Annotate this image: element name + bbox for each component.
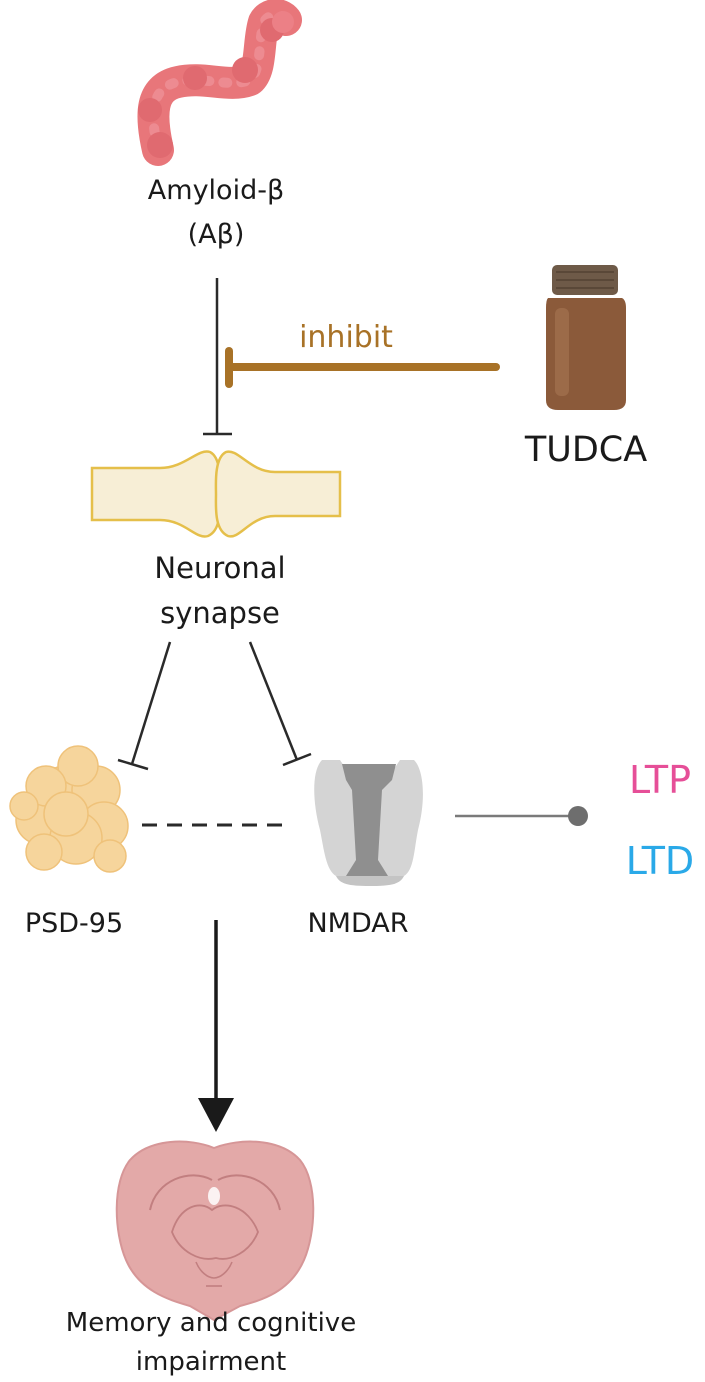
synapse-psd95-bar [117, 758, 149, 771]
synapse-psd95-line [130, 641, 172, 765]
amyloid-label-line1: Amyloid-β [148, 175, 284, 206]
synapse-label-line1: Neuronal [154, 551, 285, 585]
memory-label-line1: Memory and cognitive [66, 1308, 356, 1338]
inhibit-label: inhibit [299, 320, 393, 355]
tudca-label: TUDCA [524, 430, 647, 470]
nmdar-receptor-icon [314, 760, 423, 886]
psd95-label: PSD-95 [25, 908, 123, 939]
brain-section-icon [115, 1140, 315, 1322]
ltp-label: LTP [629, 758, 691, 802]
ltd-label: LTD [626, 839, 694, 883]
tudca-bottle-icon [546, 265, 626, 410]
impairment-arrow-head [198, 1098, 234, 1132]
memory-label-line2: impairment [136, 1347, 286, 1377]
psd95-protein-icon [9, 745, 129, 873]
synapse-label-line2: synapse [160, 596, 280, 630]
neuronal-synapse-icon [90, 450, 342, 538]
nmdar-ltp-ltd-endpoint [568, 806, 588, 826]
synapse-nmdar-line [248, 641, 299, 761]
synapse-nmdar-bar [282, 752, 312, 767]
amyloid-label-line2: (Aβ) [188, 219, 245, 250]
amyloid-beta-icon [137, 0, 302, 166]
nmdar-label: NMDAR [307, 908, 408, 939]
